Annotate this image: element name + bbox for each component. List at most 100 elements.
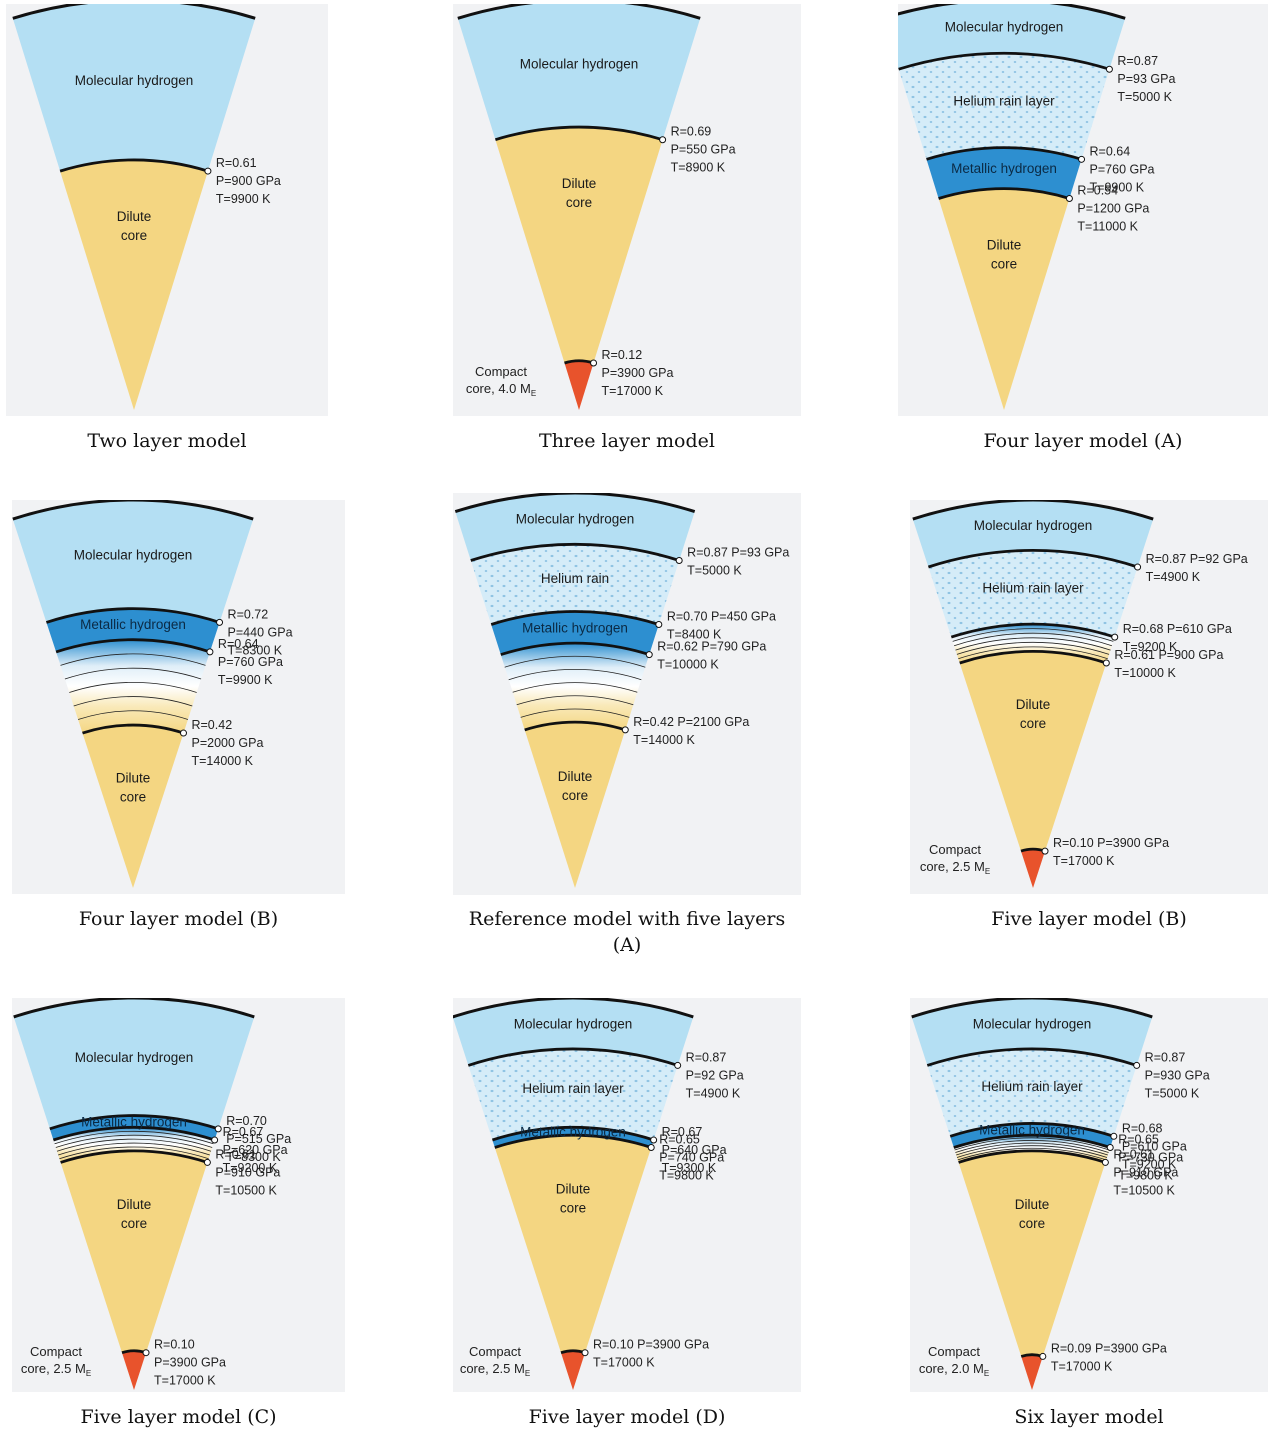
layer-metallic xyxy=(926,147,1082,199)
boundary-label: R=0.10 P=3900 GPa xyxy=(593,1338,709,1352)
layer-label-helium: Helium rain xyxy=(541,571,609,586)
layer-label-molecular: Molecular hydrogen xyxy=(520,57,639,72)
layer-compact xyxy=(1021,1354,1043,1390)
caption-three-layer-model: Three layer model xyxy=(539,430,715,452)
outer-surface-arc xyxy=(13,998,255,1019)
transition-zone-line xyxy=(73,696,193,707)
layer-metallic xyxy=(492,1127,654,1148)
boundary-label: P=93 GPa xyxy=(1117,72,1175,86)
boundary-label: P=730 GPa xyxy=(1118,1151,1183,1165)
layer-label-dilute: Dilute xyxy=(116,771,151,786)
layer-helium xyxy=(468,1048,678,1140)
layer-helium xyxy=(470,544,680,625)
boundary-marker xyxy=(581,1349,589,1357)
layer-molecular xyxy=(453,998,694,1066)
boundary-arc xyxy=(82,723,184,735)
layer-compact xyxy=(1021,849,1045,888)
transition-zone-line xyxy=(954,1137,1110,1151)
boundary-marker xyxy=(203,1158,211,1166)
layer-dilute xyxy=(524,722,626,888)
layer-label-dilute: core xyxy=(121,1216,147,1231)
layer-label-dilute: Dilute xyxy=(1016,697,1051,712)
transition-zone-line xyxy=(59,1146,209,1160)
boundary-label: T=10000 K xyxy=(657,658,719,672)
boundary-label: P=900 GPa xyxy=(216,174,281,188)
transition-zone-line xyxy=(69,682,197,693)
boundary-label: R=0.69 xyxy=(671,125,712,139)
layer-label-compact-core: core, 4.0 ME xyxy=(466,381,536,398)
layer-helium xyxy=(928,550,1138,638)
boundary-arc xyxy=(45,607,221,624)
boundary-label: T=14000 K xyxy=(191,754,253,768)
boundary-marker xyxy=(1065,194,1073,202)
boundary-label: R=0.70 P=450 GPa xyxy=(667,610,776,624)
layer-label-dilute: Dilute xyxy=(1015,1197,1050,1212)
boundary-arc xyxy=(490,610,660,626)
layer-label-compact-core: core, 2.5 ME xyxy=(920,859,990,876)
boundary-label: T=10500 K xyxy=(1113,1183,1175,1197)
boundary-label: R=0.87 P=92 GPa xyxy=(1146,552,1248,566)
layer-molecular xyxy=(12,500,254,623)
boundary-label: P=92 GPa xyxy=(686,1068,744,1082)
layer-label-metallic: Metallic hydrogen xyxy=(520,1124,626,1139)
caption-five-layer-model-c: Five layer model (C) xyxy=(80,1406,277,1428)
boundary-label: T=17000 K xyxy=(602,384,664,398)
boundary-label: T=17000 K xyxy=(1051,1359,1113,1373)
mass-subscript: E xyxy=(985,867,990,876)
boundary-label: P=550 GPa xyxy=(671,143,736,157)
boundary-marker xyxy=(674,1061,682,1069)
layer-molecular xyxy=(455,493,695,561)
layer-label-dilute: core xyxy=(560,1200,586,1215)
boundary-label: T=9800 K xyxy=(659,1169,714,1183)
boundary-arc xyxy=(898,51,1110,71)
transition-zone-line xyxy=(956,1142,1108,1156)
layer-gradient xyxy=(951,624,1115,663)
transition-zone-line xyxy=(516,695,634,706)
boundary-label: R=0.68 xyxy=(1122,1121,1163,1135)
model-diagram-two-layer-model: Molecular hydrogenDilutecoreR=0.61P=900 … xyxy=(6,4,328,416)
boundary-marker xyxy=(1102,659,1110,667)
transition-zone-line xyxy=(512,682,638,693)
transition-zone-line xyxy=(77,710,189,720)
boundary-marker xyxy=(621,726,629,734)
boundary-arc xyxy=(49,1114,219,1131)
boundary-label: R=0.10 xyxy=(154,1338,195,1352)
boundary-marker xyxy=(590,359,598,367)
layer-label-dilute: Dilute xyxy=(562,176,597,191)
mass-subscript: E xyxy=(984,1369,989,1378)
boundary-marker xyxy=(1041,847,1049,855)
outer-surface-arc xyxy=(898,4,1126,20)
layer-metallic xyxy=(950,1123,1114,1148)
boundary-label: R=0.72 xyxy=(228,607,269,621)
layer-compact xyxy=(122,1350,146,1390)
layer-molecular xyxy=(898,4,1126,70)
layer-label-dilute: Dilute xyxy=(117,209,152,224)
boundary-label: P=740 GPa xyxy=(659,1151,724,1165)
boundary-arc xyxy=(500,641,650,656)
boundary-marker xyxy=(216,618,224,626)
boundary-arc xyxy=(52,1126,216,1142)
boundary-arc xyxy=(926,146,1082,161)
layer-gradient xyxy=(953,1135,1111,1163)
boundary-label: T=5000 K xyxy=(687,564,742,578)
transition-zone-line xyxy=(958,646,1108,660)
layer-label-dilute: Dilute xyxy=(117,1197,152,1212)
boundary-label: P=760 GPa xyxy=(218,655,283,669)
boundary-label: T=9300 K xyxy=(662,1161,717,1175)
boundary-marker xyxy=(647,1144,655,1152)
transition-zone-line xyxy=(508,669,642,681)
boundary-label: T=9200 K xyxy=(223,1161,278,1175)
boundary-label: P=910 GPa xyxy=(1113,1165,1178,1179)
boundary-label: T=9900 K xyxy=(216,192,271,206)
layer-metallic xyxy=(491,611,659,655)
caption-six-layer-model: Six layer model xyxy=(1014,1406,1164,1428)
boundary-marker xyxy=(1105,65,1113,73)
caption-five-layer-model-b: Five layer model (B) xyxy=(991,908,1187,930)
boundary-label: R=0.61 xyxy=(216,156,257,170)
boundary-label: R=0.10 P=3900 GPa xyxy=(1053,836,1169,850)
boundary-label: T=17000 K xyxy=(1053,854,1115,868)
